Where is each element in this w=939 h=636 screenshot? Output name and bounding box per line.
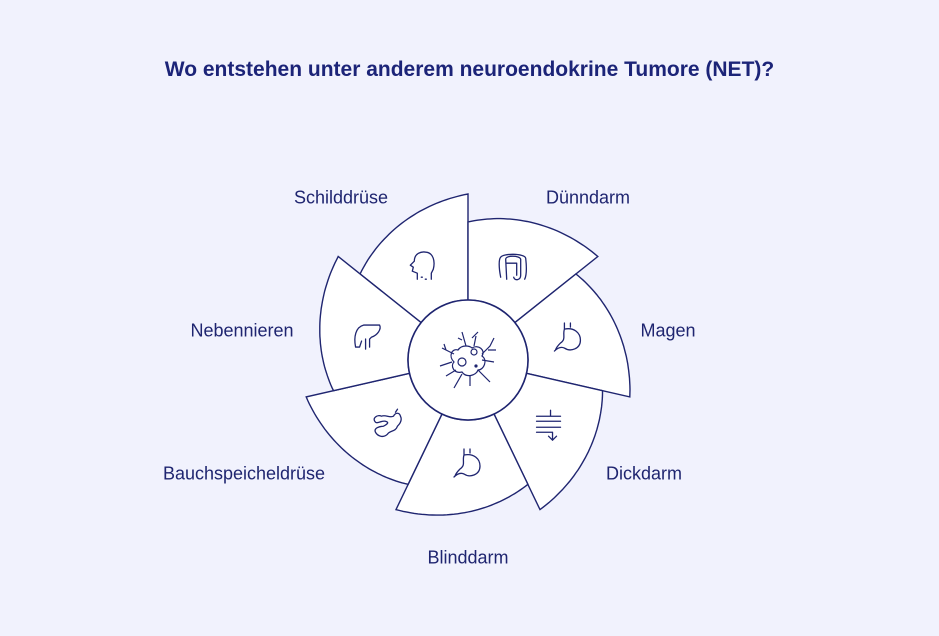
intestine-flow-icon xyxy=(535,409,562,441)
label-duenndarm: Dünndarm xyxy=(545,187,631,208)
label-nebennieren: Nebennieren xyxy=(190,320,294,341)
page-title: Wo entstehen unter anderem neuroendokrin… xyxy=(164,58,775,81)
liver-icon xyxy=(354,324,381,350)
stomach-icon xyxy=(453,448,481,478)
label-schilddruese: Schilddrüse xyxy=(293,187,389,208)
label-bauchspeicheldruese: Bauchspeicheldrüse xyxy=(162,463,326,484)
stomach-icon xyxy=(553,322,582,352)
pancreas-icon xyxy=(373,408,402,438)
label-magen: Magen xyxy=(640,320,696,341)
label-blinddarm: Blinddarm xyxy=(427,547,509,568)
label-dickdarm: Dickdarm xyxy=(605,463,683,484)
tumor-cell-icon xyxy=(439,331,496,389)
center-circle xyxy=(407,299,529,421)
head-throat-icon xyxy=(409,251,435,280)
colon-icon xyxy=(498,253,527,281)
